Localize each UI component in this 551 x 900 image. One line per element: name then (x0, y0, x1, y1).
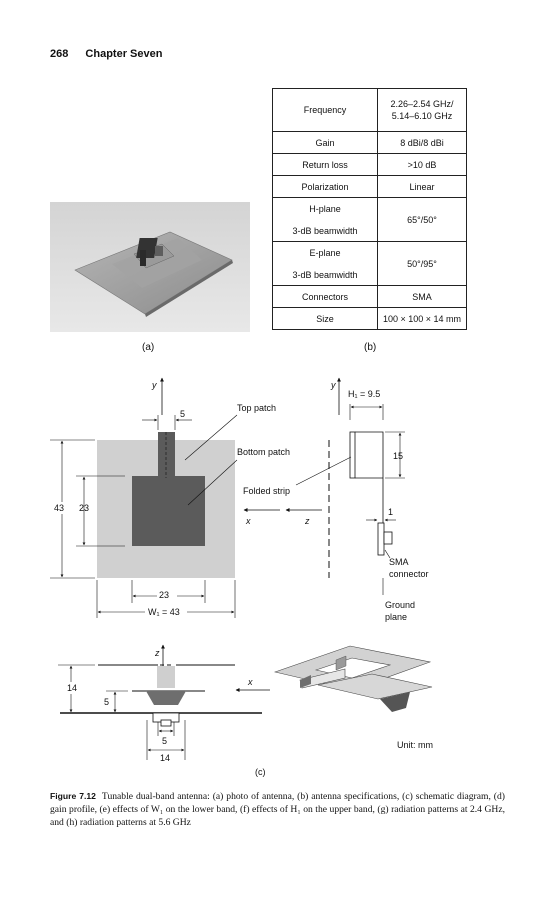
axis-label-z: z (154, 648, 160, 658)
spec-value: SMA (377, 285, 467, 308)
spec-label: Connectors (272, 285, 378, 308)
panel-label-a: (a) (142, 342, 155, 353)
sma-pin (383, 531, 393, 545)
panel-label-b: (b) (364, 342, 377, 353)
axis-label-x: x (245, 516, 251, 526)
table-row: Gain 8 dBi/8 dBi (272, 131, 467, 154)
label-top-patch: Top patch (237, 403, 276, 413)
dim-label-15: 15 (393, 451, 403, 461)
table-row: Size 100 × 100 × 14 mm (272, 307, 467, 330)
axis-label-x: x (247, 677, 253, 687)
figure-number: Figure 7.12 (50, 791, 96, 801)
chapter-title: Chapter Seven (85, 48, 163, 60)
label-ground-plane: plane (385, 612, 407, 622)
bottom-view: z 14 5 5 14 x (58, 644, 270, 763)
label-sma-connector: connector (389, 569, 429, 579)
side-top-patch (349, 431, 356, 479)
dim-label-43: 43 (54, 503, 64, 513)
caption-text: Tunable dual-band antenna: (a) photo of … (50, 791, 505, 828)
iso-bottom-patch (317, 673, 433, 700)
label-bottom-patch: Bottom patch (237, 447, 290, 457)
sma-pin (160, 719, 172, 727)
antenna-photo (50, 202, 250, 332)
spec-value: Linear (377, 175, 467, 198)
table-row: Polarization Linear (272, 175, 467, 198)
spec-table: Frequency 2.26–2.54 GHz/5.14–6.10 GHz Ga… (272, 88, 467, 330)
iso-feed (380, 692, 410, 712)
spec-label: Polarization (272, 175, 378, 198)
schematic-diagram: y 5 Top patch Bottom patch Folded strip … (50, 377, 433, 777)
dim-label-1: 1 (388, 507, 393, 517)
spec-label: Frequency (272, 88, 378, 132)
spec-label: Gain (272, 131, 378, 154)
spec-value: 100 × 100 × 14 mm (377, 307, 467, 330)
dim-label-23-v: 23 (79, 503, 89, 513)
table-row: Connectors SMA (272, 285, 467, 308)
axis-label-y: y (151, 380, 157, 390)
label-ground: Ground (385, 600, 415, 610)
table-row: Frequency 2.26–2.54 GHz/5.14–6.10 GHz (272, 88, 467, 132)
bottom-patch (132, 476, 205, 546)
side-folded-strip (355, 431, 384, 548)
unit-label: Unit: mm (397, 740, 433, 750)
panel-label-c: (c) (255, 767, 266, 777)
spec-label: Return loss (272, 153, 378, 176)
dim-label-5-v: 5 (104, 697, 109, 707)
folded-strip-side (157, 666, 175, 688)
dim-label-23-h: 23 (159, 590, 169, 600)
dim-label-5: 5 (180, 409, 185, 419)
dim-label-14: 14 (67, 683, 77, 693)
spec-label: Size (272, 307, 378, 330)
table-row: Return loss >10 dB (272, 153, 467, 176)
folded-strip (158, 432, 175, 478)
spec-value: 65°/50° (377, 197, 467, 242)
leader-line (295, 456, 352, 486)
label-folded-strip: Folded strip (243, 486, 290, 496)
page-number: 268 (50, 48, 69, 60)
page-header: 268 Chapter Seven (50, 48, 162, 60)
leader-line (187, 459, 238, 506)
feed-taper (146, 691, 186, 705)
side-view: y H₁ = 9.5 15 1 z SMA connector Ground p… (285, 377, 429, 622)
dim-label-5-h: 5 (162, 736, 167, 746)
leader-line (184, 414, 238, 461)
sma-body (377, 522, 385, 556)
front-view: y 5 Top patch Bottom patch Folded strip … (50, 377, 290, 618)
dim-label-14-h: 14 (160, 753, 170, 763)
spec-value: 2.26–2.54 GHz/5.14–6.10 GHz (377, 88, 467, 132)
spec-value: 50°/95° (377, 241, 467, 286)
axis-label-z: z (304, 516, 310, 526)
spec-value: 8 dBi/8 dBi (377, 131, 467, 154)
dim-label-w1: W₁ = 43 (148, 607, 180, 617)
label-h1: H₁ = 9.5 (348, 389, 380, 399)
axis-label-y: y (330, 380, 336, 390)
spec-value: >10 dB (377, 153, 467, 176)
label-sma: SMA (389, 557, 409, 567)
isometric-view: Unit: mm (273, 645, 433, 750)
